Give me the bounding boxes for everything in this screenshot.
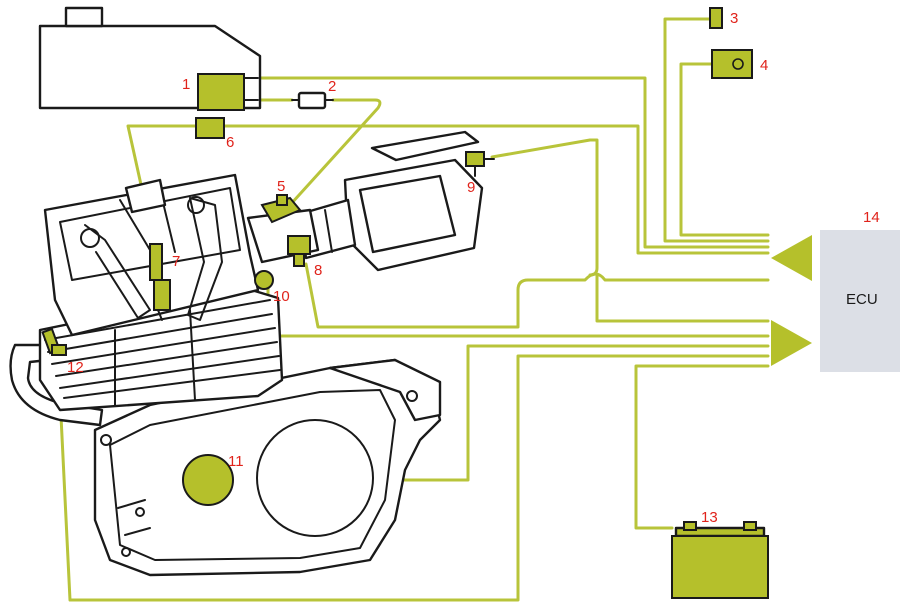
wire-9 [490, 138, 599, 277]
ecu-unit: ECU 14 [771, 209, 900, 372]
label-10: 10 [273, 288, 290, 305]
wire-12 [56, 353, 770, 602]
battery-13 [671, 521, 769, 599]
wire-4 [679, 62, 770, 237]
label-7: 7 [172, 253, 180, 270]
wire-8 [304, 262, 770, 329]
ecu-output-arrow [771, 235, 812, 281]
ecu-box [820, 230, 900, 372]
label-11: 11 [228, 453, 244, 470]
label-8: 8 [314, 262, 322, 279]
fuel-filter-component [291, 91, 334, 110]
injector-7 [149, 243, 171, 321]
label-5: 5 [277, 178, 285, 195]
wire-6 [222, 124, 770, 255]
fuel-pump-component [197, 73, 259, 111]
label-3: 3 [730, 10, 738, 27]
regulator-5 [260, 194, 302, 224]
sensor-10 [254, 270, 274, 290]
ecu-label: ECU [846, 291, 878, 308]
wire-2 [256, 98, 382, 207]
components [41, 7, 769, 599]
label-14: 14 [863, 209, 880, 226]
label-2: 2 [328, 78, 336, 95]
label-6: 6 [226, 134, 234, 151]
ecu-input-arrow [771, 320, 812, 366]
wire-1 [256, 76, 770, 249]
connector-6 [195, 117, 225, 139]
wire-9b [595, 273, 770, 323]
wire-13 [634, 364, 770, 530]
label-13: 13 [701, 509, 718, 526]
label-1: 1 [182, 76, 190, 93]
wire-3 [663, 17, 770, 243]
label-12: 12 [67, 359, 84, 376]
label-9: 9 [467, 179, 475, 196]
crank-sensor-11 [182, 454, 234, 506]
sensor-9 [465, 151, 495, 177]
sensor-3 [709, 7, 723, 29]
sensor-4 [711, 49, 753, 79]
number-labels: 1 2 3 4 5 6 7 8 9 10 11 12 13 [67, 10, 768, 526]
sensor-8 [287, 235, 311, 267]
label-4: 4 [760, 57, 768, 74]
sensor-12 [41, 327, 67, 356]
air-intake [246, 130, 484, 272]
